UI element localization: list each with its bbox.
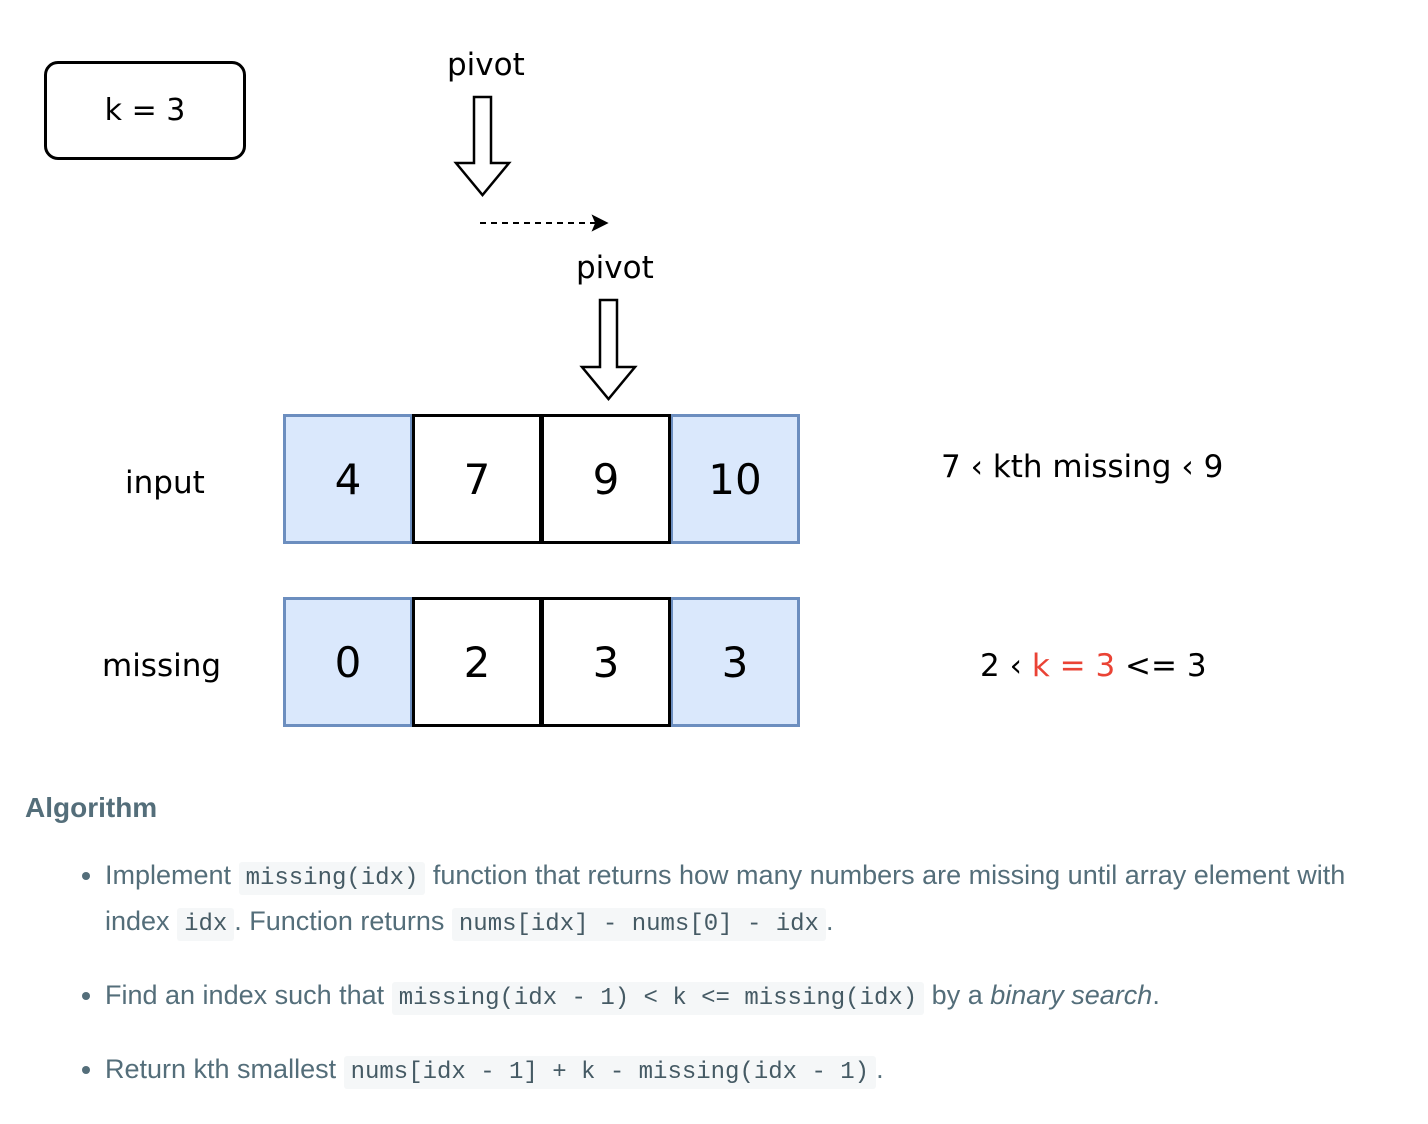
step-code: idx: [177, 908, 235, 941]
step-code: missing(idx - 1) < k <= missing(idx): [391, 982, 925, 1015]
step-text: Return kth smallest: [105, 1054, 344, 1084]
step-text: .: [876, 1054, 884, 1084]
algorithm-step: Implement missing(idx) function that ret…: [105, 854, 1405, 946]
missing-note-highlight: k = 3: [1031, 648, 1116, 684]
missing-note-prefix: 2 ‹: [980, 648, 1032, 684]
k-value-box: k = 3: [44, 61, 246, 160]
input-array: 4 7 9 10: [283, 414, 800, 544]
missing-note-suffix: <= 3: [1115, 648, 1207, 684]
algorithm-step: Find an index such that missing(idx - 1)…: [105, 974, 1405, 1020]
step-text: by a: [924, 980, 991, 1010]
step-text: .: [825, 906, 834, 936]
missing-cell: 2: [412, 597, 542, 727]
input-cell: 10: [670, 414, 800, 544]
missing-array: 0 2 3 3: [283, 597, 800, 727]
input-row-label: input: [125, 465, 205, 501]
step-code: nums[idx - 1] + k - missing(idx - 1): [343, 1056, 877, 1089]
algorithm-heading: Algorithm: [25, 792, 158, 823]
input-cell: 7: [412, 414, 542, 544]
step-text: function that returns how many numbers a…: [105, 860, 1346, 936]
step-code: missing(idx): [238, 862, 426, 895]
step-code: nums[idx] - nums[0] - idx: [451, 908, 826, 941]
input-note: 7 ‹ kth missing ‹ 9: [941, 449, 1224, 485]
algorithm-step: Return kth smallest nums[idx - 1] + k - …: [105, 1048, 1405, 1094]
pivot-bottom-arrow-icon: [579, 298, 638, 401]
pivot-top-arrow-icon: [453, 95, 512, 197]
pivot-move-arrowhead-icon: [591, 214, 609, 232]
pivot-top-label: pivot: [447, 47, 525, 83]
input-cell: 4: [283, 414, 413, 544]
step-text: .: [1152, 980, 1160, 1010]
missing-row-label: missing: [102, 648, 222, 684]
missing-cell: 0: [283, 597, 413, 727]
algorithm-steps: Implement missing(idx) function that ret…: [25, 854, 1405, 1094]
algorithm-section: Algorithm Implement missing(idx) functio…: [25, 792, 1405, 1122]
missing-cell: 3: [670, 597, 800, 727]
step-text: . Function returns: [234, 906, 452, 936]
step-emphasis: binary search: [990, 980, 1153, 1010]
missing-cell: 3: [541, 597, 671, 727]
step-text: Find an index such that: [105, 980, 392, 1010]
step-text: Implement: [105, 860, 239, 890]
missing-note: 2 ‹ k = 3 <= 3: [980, 648, 1207, 684]
input-cell: 9: [541, 414, 671, 544]
pivot-bottom-label: pivot: [576, 250, 654, 286]
